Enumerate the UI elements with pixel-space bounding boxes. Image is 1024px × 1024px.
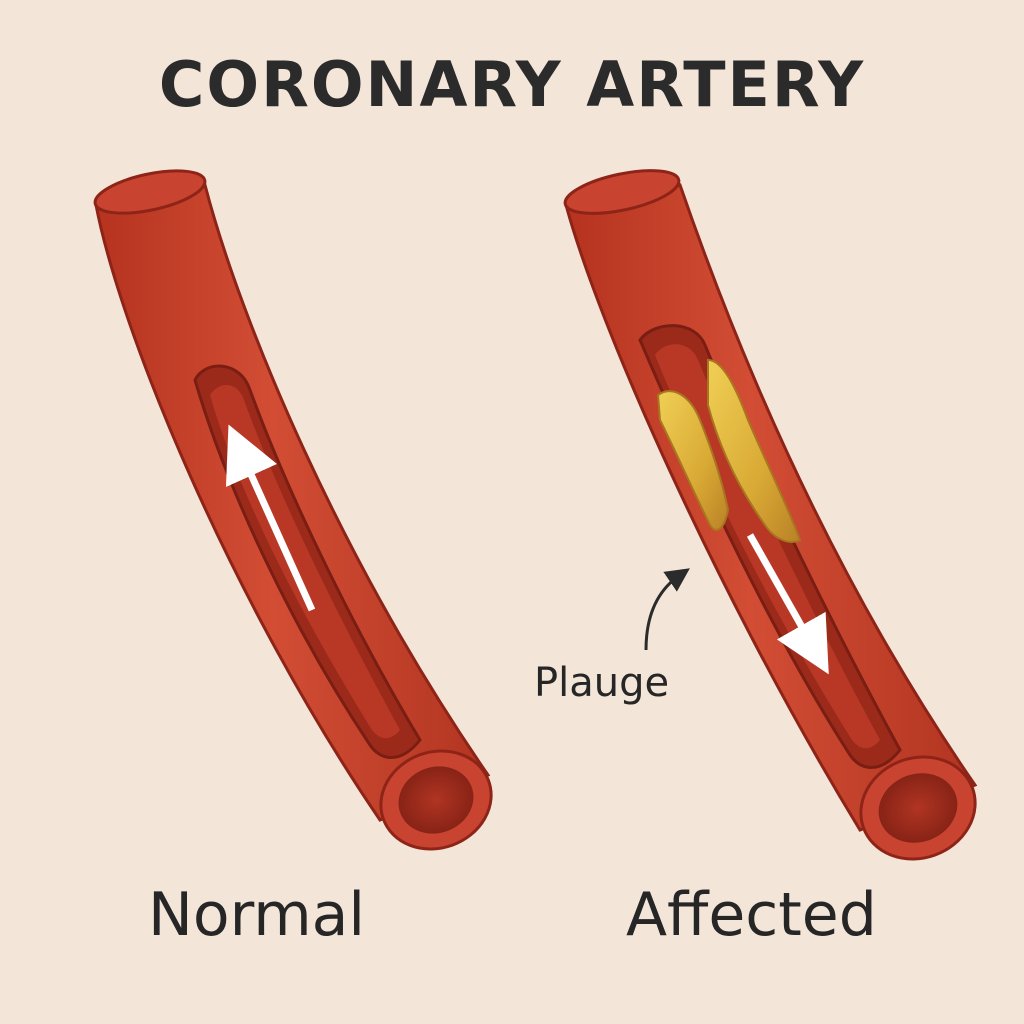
plaque-pointer-arrow xyxy=(644,568,690,651)
affected-artery xyxy=(563,169,978,861)
plaque-label: Plauge xyxy=(534,660,670,706)
affected-flow-arrow xyxy=(746,533,829,675)
affected-caption: Affected xyxy=(626,880,877,950)
plaque-deposit-right xyxy=(707,358,802,543)
normal-artery xyxy=(93,169,493,851)
affected-artery-lumen-opening xyxy=(878,773,958,843)
normal-flow-arrow xyxy=(225,424,316,612)
diagram-title: CORONARY ARTERY xyxy=(158,48,866,121)
plaque-deposit-left xyxy=(656,390,730,531)
normal-caption: Normal xyxy=(148,880,366,950)
normal-artery-top-cap xyxy=(93,169,207,215)
affected-artery-top-cap xyxy=(563,169,681,215)
normal-artery-lumen-opening xyxy=(398,766,474,834)
